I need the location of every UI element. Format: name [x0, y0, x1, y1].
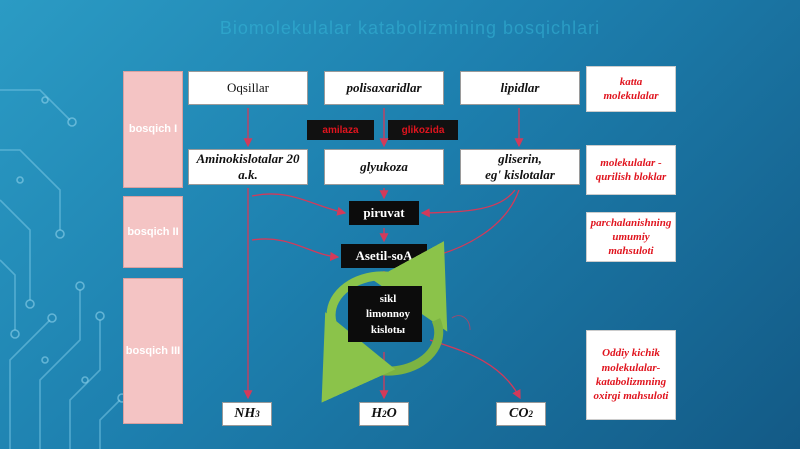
node-pyruvate: piruvat — [349, 201, 419, 225]
node-amino-acids: Aminokislotalar 20 a.k. — [188, 149, 308, 185]
enzyme-right: glikozida — [388, 120, 458, 140]
note-final-products: Oddiy kichik molekulalar-katabolizmning … — [586, 330, 676, 420]
enzyme-left: amilaza — [307, 120, 374, 140]
stage-3: bosqich III — [123, 278, 183, 424]
page-title: Biomolekulalar katabolizmining bosqichla… — [219, 18, 601, 38]
note-building-blocks: molekulalar -qurilish bloklar — [586, 145, 676, 195]
stage-1: bosqich I — [123, 71, 183, 188]
node-glycerol: gliserin, eg' kislotalar — [460, 149, 580, 185]
node-glucose: glyukoza — [324, 149, 444, 185]
note-large-molecules: katta molekulalar — [586, 66, 676, 112]
note-common-product: parchalanishning umumiy mahsuloti — [586, 212, 676, 262]
node-citric-cycle: sikl limonnoy kislotы — [365, 293, 410, 336]
node-lipids: lipidlar — [460, 71, 580, 105]
stage-2: bosqich II — [123, 196, 183, 268]
node-polysaccharides: polisaxaridlar — [324, 71, 444, 105]
node-acetyl-coa: Asetil-soA — [341, 244, 427, 268]
node-proteins: Oqsillar — [188, 71, 308, 105]
